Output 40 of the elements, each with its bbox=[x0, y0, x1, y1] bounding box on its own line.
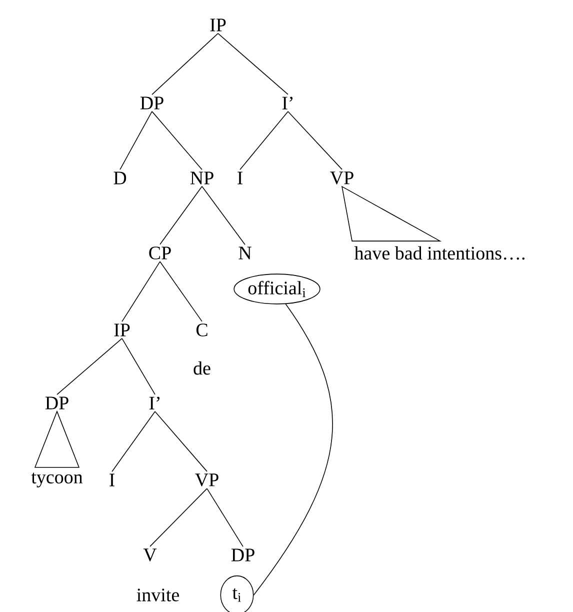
word-text: tycoon bbox=[31, 472, 83, 488]
tree-label: DP bbox=[231, 548, 254, 562]
tree-label: IP bbox=[210, 18, 226, 32]
branch-line bbox=[56, 338, 122, 395]
tree-label: VP bbox=[195, 474, 218, 486]
tree-label: N bbox=[238, 246, 252, 260]
movement-curve bbox=[253, 304, 333, 596]
branch-line bbox=[120, 111, 152, 170]
circled-trace: t$_{i}$ bbox=[220, 575, 254, 612]
tree-label: V bbox=[143, 548, 157, 562]
tree-label: IP bbox=[114, 324, 130, 336]
tree-label: D bbox=[114, 172, 126, 184]
branch-line bbox=[160, 261, 202, 322]
branch-line bbox=[240, 111, 288, 170]
branch-line bbox=[150, 488, 208, 547]
branch-line bbox=[206, 488, 244, 547]
branch-line bbox=[122, 338, 156, 395]
branch-line bbox=[152, 111, 202, 170]
branch-line bbox=[218, 33, 288, 95]
branch-line bbox=[160, 186, 202, 245]
branch-line bbox=[112, 411, 156, 472]
branch-line bbox=[202, 186, 246, 245]
tree-label: NP bbox=[190, 172, 214, 184]
branch-line bbox=[288, 111, 342, 170]
tree-label: DP bbox=[140, 96, 164, 110]
tree-label: I’ bbox=[282, 96, 292, 110]
branch-line bbox=[152, 33, 218, 95]
word-text: invite bbox=[136, 588, 179, 602]
tree-label: DP bbox=[45, 396, 68, 410]
tree-label: I bbox=[110, 474, 114, 486]
circled-word: official$_{i}$ bbox=[234, 274, 320, 304]
phrase-text: have bad intentions…. bbox=[354, 246, 525, 260]
tree-label: I bbox=[238, 172, 242, 184]
branch-line bbox=[122, 261, 160, 322]
tree-label: CP bbox=[149, 246, 171, 260]
branch-line bbox=[154, 411, 208, 472]
tree-label: I’ bbox=[149, 396, 160, 410]
tree-label: C bbox=[196, 324, 208, 336]
word-text: de bbox=[194, 361, 210, 375]
tree-label: VP bbox=[330, 172, 354, 184]
